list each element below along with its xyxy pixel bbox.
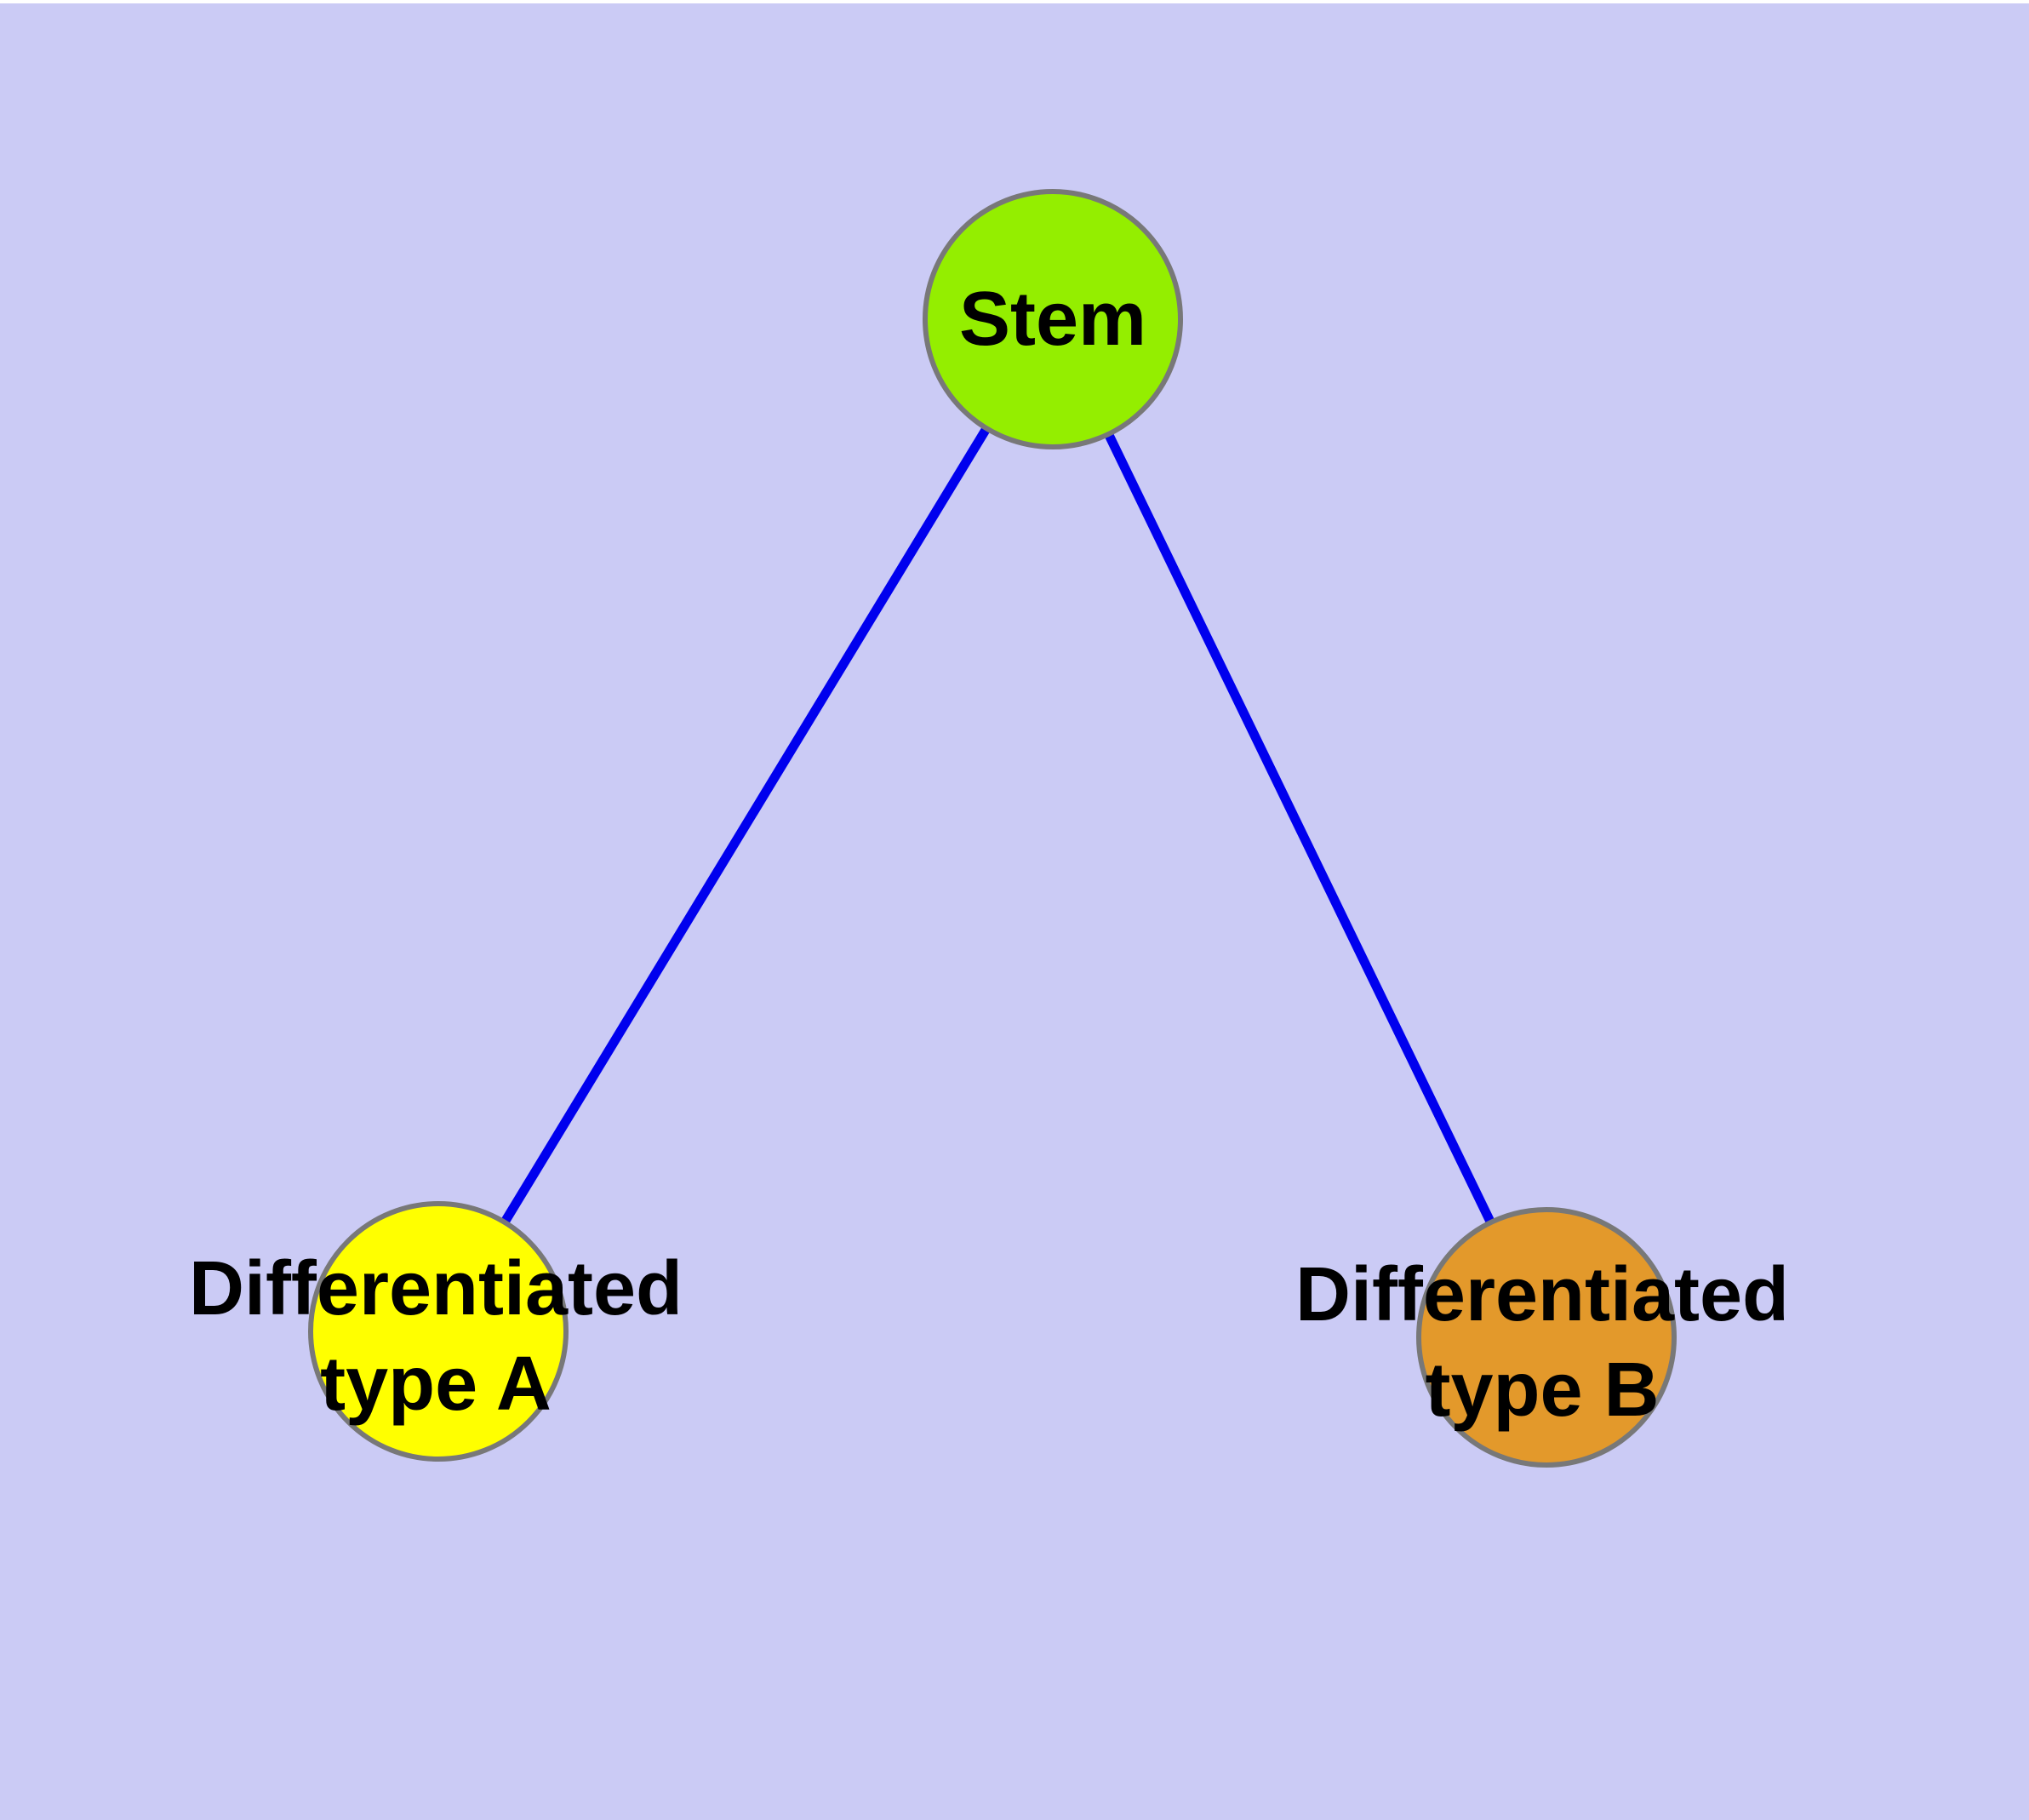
- type-a-node-label-line-2: type A: [320, 1342, 552, 1427]
- edge-stem-to-type-b: [1049, 317, 1551, 1340]
- node-differentiated-type-b[interactable]: Differentiated type B: [1295, 1207, 1789, 1468]
- type-b-node-circle[interactable]: [1416, 1207, 1677, 1468]
- type-a-node-circle[interactable]: [308, 1201, 569, 1462]
- stem-node-label: Stem: [959, 277, 1146, 362]
- edge-stem-to-type-a: [434, 317, 1057, 1334]
- type-a-node-label-line-1: Differentiated: [189, 1246, 683, 1331]
- node-differentiated-type-a[interactable]: Differentiated type A: [189, 1201, 683, 1462]
- top-white-strip: [0, 0, 2029, 3]
- type-b-node-label-line-2: type B: [1425, 1348, 1659, 1433]
- stem-node-circle[interactable]: [923, 189, 1183, 449]
- node-stem[interactable]: Stem: [923, 189, 1183, 449]
- type-b-node-label-line-1: Differentiated: [1295, 1252, 1789, 1337]
